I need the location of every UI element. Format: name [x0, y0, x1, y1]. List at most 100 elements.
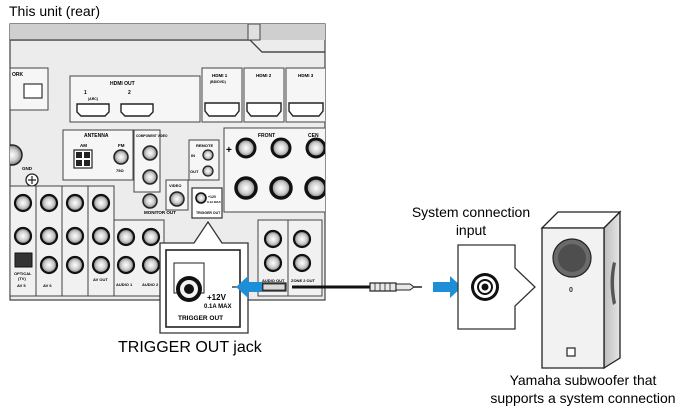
antenna-label: ANTENNA	[84, 133, 109, 139]
small-trigger-v-label: +12V	[208, 195, 217, 199]
av6-video-jack	[39, 193, 59, 213]
am-label: AM	[80, 143, 87, 148]
optical-sub-label: (TV)	[18, 276, 26, 281]
av6-audio-r-jack	[39, 255, 59, 275]
av6b-video-jack	[65, 193, 85, 213]
hdmi-out-label: HDMI OUT	[110, 81, 135, 87]
hdmi-1-label: HDMI 1	[212, 73, 228, 78]
av6b-audio-l-jack	[65, 226, 85, 246]
center-minus-terminal	[304, 176, 325, 200]
component-pb-jack	[142, 169, 158, 185]
audio-out-label: AUDIO OUT	[262, 278, 285, 283]
rca-jack-rows: OPTICAL (TV) AV 5 AV 6 AV OUT AUDIO 1 AU…	[10, 185, 323, 297]
zone2-out-label: ZONE 2 OUT	[291, 278, 316, 283]
network-port	[23, 83, 43, 99]
hdmi-1-port	[204, 102, 240, 117]
hdmi-3-port	[288, 102, 324, 117]
network-label: ORK	[12, 72, 24, 78]
audio2-r-jack	[141, 255, 161, 275]
system-input-caption-line2: input	[455, 222, 487, 238]
component-y-jack	[142, 193, 158, 209]
av6-label: AV 6	[43, 283, 52, 288]
small-trigger-label: TRIGGER OUT	[196, 211, 221, 215]
system-input-caption: System connection input	[396, 203, 546, 239]
fm-label: FM	[118, 143, 125, 148]
avout-audio-r-jack	[91, 255, 111, 275]
gnd-label: GND	[22, 166, 33, 171]
left-edge-jack	[10, 144, 23, 166]
remote-label: REMOTE	[196, 143, 213, 148]
remote-in-jack	[202, 149, 214, 161]
audio1-label: AUDIO 1	[116, 282, 133, 287]
mono-mini-cable	[232, 282, 422, 292]
hdmi-out-2-port	[120, 103, 154, 117]
remote-in-label: IN	[191, 153, 195, 158]
rear-panel: ORK HDMI OUT 1 (ARC) 2 HDMI 1 (BD/DVD) H…	[9, 23, 326, 301]
av6b-audio-r-jack	[65, 255, 85, 275]
left-blue-arrow	[236, 276, 262, 298]
video-label: VIDEO	[169, 183, 181, 188]
audio1-r-jack	[116, 255, 136, 275]
callout-current: 0.1A MAX	[204, 304, 231, 310]
remote-out-label: OUT	[190, 169, 199, 174]
trigger-out-jack-center	[184, 284, 194, 294]
remote-out-jack	[202, 165, 214, 177]
hdmi-2-label: HDMI 2	[256, 73, 272, 78]
hdmi-out-1-port	[76, 103, 110, 117]
cable-plug-right	[369, 282, 397, 292]
optical-label: OPTICAL	[14, 271, 32, 276]
audio1-l-jack	[116, 227, 136, 247]
hdmi-2-port	[246, 102, 282, 117]
small-trigger-jack	[195, 192, 207, 204]
hdmi-1-sub-label: (BD/DVD)	[210, 80, 226, 84]
av5-audio-l-jack	[13, 226, 33, 246]
subwoofer-caption-line2: supports a system connection	[490, 390, 676, 406]
hdmi-out-2-label: 2	[128, 90, 131, 96]
subwoofer-port	[610, 262, 616, 305]
optical-port	[14, 252, 33, 268]
av-out-label: AV OUT	[93, 277, 108, 282]
small-trigger-block	[191, 187, 223, 219]
subwoofer-caption: Yamaha subwoofer that supports a system …	[476, 371, 690, 407]
front-r-minus-terminal	[234, 176, 258, 200]
component-pr-jack	[142, 145, 158, 161]
avout-audio-l-jack	[91, 226, 111, 246]
right-blue-arrow	[433, 276, 462, 298]
zone2-out-r-jack	[292, 253, 312, 273]
callout-jack-label: TRIGGER OUT	[178, 315, 223, 322]
subwoofer-led-label: 0	[569, 287, 573, 294]
audio2-l-jack	[141, 227, 161, 247]
av5-video-jack	[13, 193, 33, 213]
front-label: FRONT	[258, 133, 275, 139]
monitor-video-jack	[169, 191, 185, 207]
system-input-jack-center	[481, 283, 489, 291]
front-r-plus-terminal	[235, 137, 257, 159]
system-input-caption-line1: System connection	[411, 204, 531, 220]
subwoofer: 0	[540, 210, 622, 370]
subwoofer-caption-line1: Yamaha subwoofer that	[509, 372, 657, 388]
unit-caption: This unit (rear)	[9, 3, 101, 19]
trigger-out-caption: TRIGGER OUT jack	[118, 339, 262, 356]
callout-voltage: +12V	[207, 293, 227, 302]
audio-out-r-jack	[263, 253, 283, 273]
zone2-out-l-jack	[292, 229, 312, 249]
front-l-plus-terminal	[270, 137, 292, 159]
monitor-out-label: MONITOR OUT	[144, 210, 176, 215]
center-plus-terminal	[305, 137, 325, 159]
hdmi-out-1-label: 1	[84, 90, 87, 96]
audio-out-l-jack	[263, 229, 283, 249]
front-l-minus-terminal	[269, 176, 293, 200]
audio2-label: AUDIO 2	[142, 282, 159, 287]
avout-video-jack	[91, 193, 111, 213]
av5-label: AV 5	[17, 283, 26, 288]
component-video-label: COMPONENT VIDEO	[136, 134, 168, 138]
hdmi-out-arc-label: (ARC)	[88, 97, 98, 101]
svg-text:+: +	[226, 145, 232, 156]
trigger-out-callout: +12V 0.1A MAX TRIGGER OUT	[159, 220, 249, 334]
hdmi-3-label: HDMI 3	[298, 73, 314, 78]
center-label: CEN	[308, 133, 319, 139]
fm-ohm-label: 75Ω	[116, 168, 124, 173]
system-input-callout	[457, 244, 536, 330]
